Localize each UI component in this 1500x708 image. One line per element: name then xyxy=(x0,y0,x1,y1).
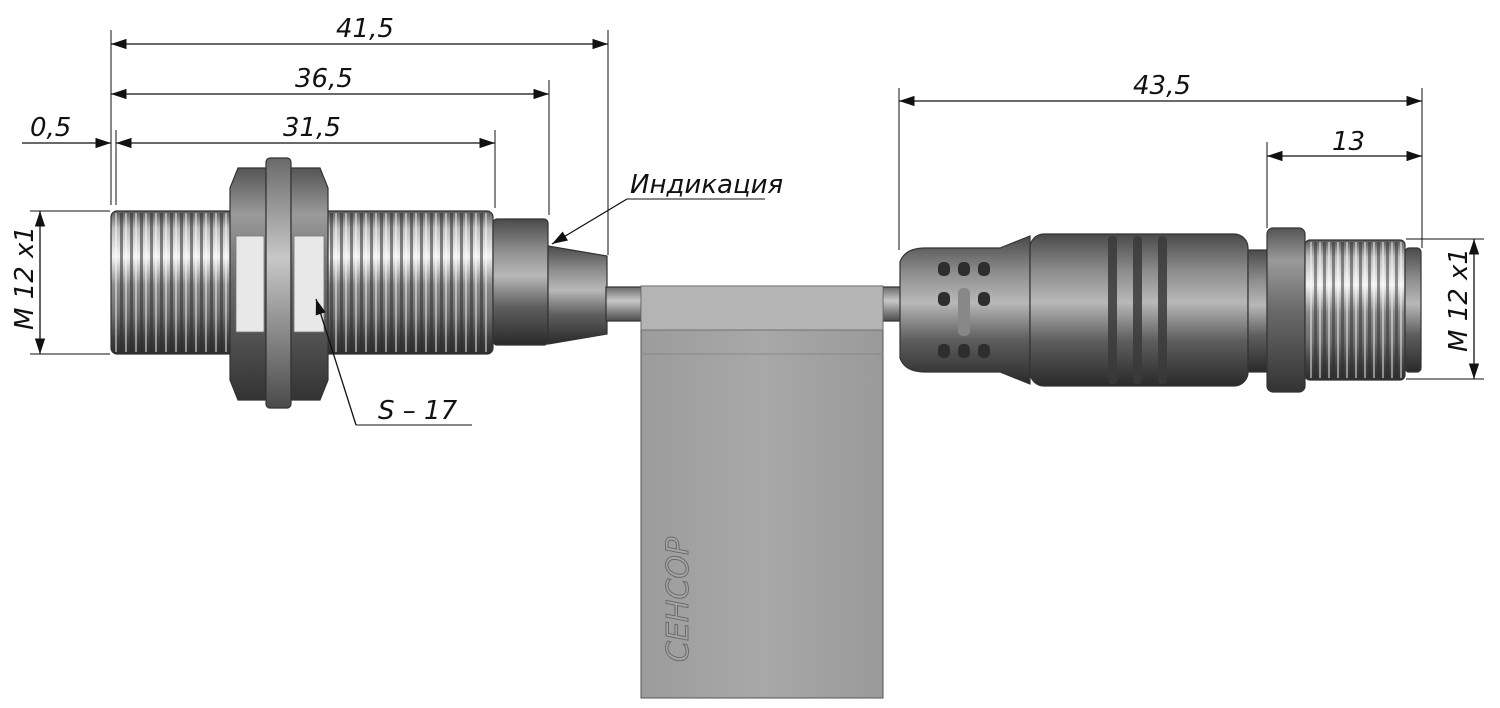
thread-label-left: M 12 x1 xyxy=(10,226,40,330)
relief-slots xyxy=(938,262,990,358)
thread-label-right: M 12 x1 xyxy=(1444,248,1474,352)
cable-assembly: СЕНСОР xyxy=(605,285,905,699)
dim-41-5: 41,5 xyxy=(336,14,394,44)
threaded-end-cap xyxy=(1404,247,1422,373)
sensor-body xyxy=(110,157,608,409)
nut-flat-left xyxy=(235,235,265,333)
dim-43-5: 43,5 xyxy=(1133,71,1191,101)
dimension-labels: 41,5 36,5 0,5 31,5 43,5 13 M 12 x1 M 12 … xyxy=(10,14,1474,426)
tag-brand-text: СЕНСОР xyxy=(661,536,696,662)
nut-flat-right xyxy=(293,235,325,333)
dim-0-5: 0,5 xyxy=(30,113,71,143)
grip-rings xyxy=(1108,236,1167,384)
thread-ridges-right xyxy=(1308,242,1402,378)
dim-36-5: 36,5 xyxy=(295,64,353,94)
sleeve xyxy=(492,218,549,346)
marking-tag xyxy=(640,285,884,699)
indicator-cap xyxy=(547,245,608,345)
dim-13: 13 xyxy=(1332,127,1365,157)
dimension-lines xyxy=(22,30,1484,426)
washer xyxy=(265,157,292,409)
dim-31-5: 31,5 xyxy=(283,113,341,143)
connector xyxy=(899,227,1422,393)
indication-label: Индикация xyxy=(630,170,783,200)
connector-neck xyxy=(1247,249,1269,373)
wrench-size-label: S – 17 xyxy=(378,396,458,426)
coupling-nut xyxy=(1266,227,1306,393)
tag-fold xyxy=(640,285,884,331)
